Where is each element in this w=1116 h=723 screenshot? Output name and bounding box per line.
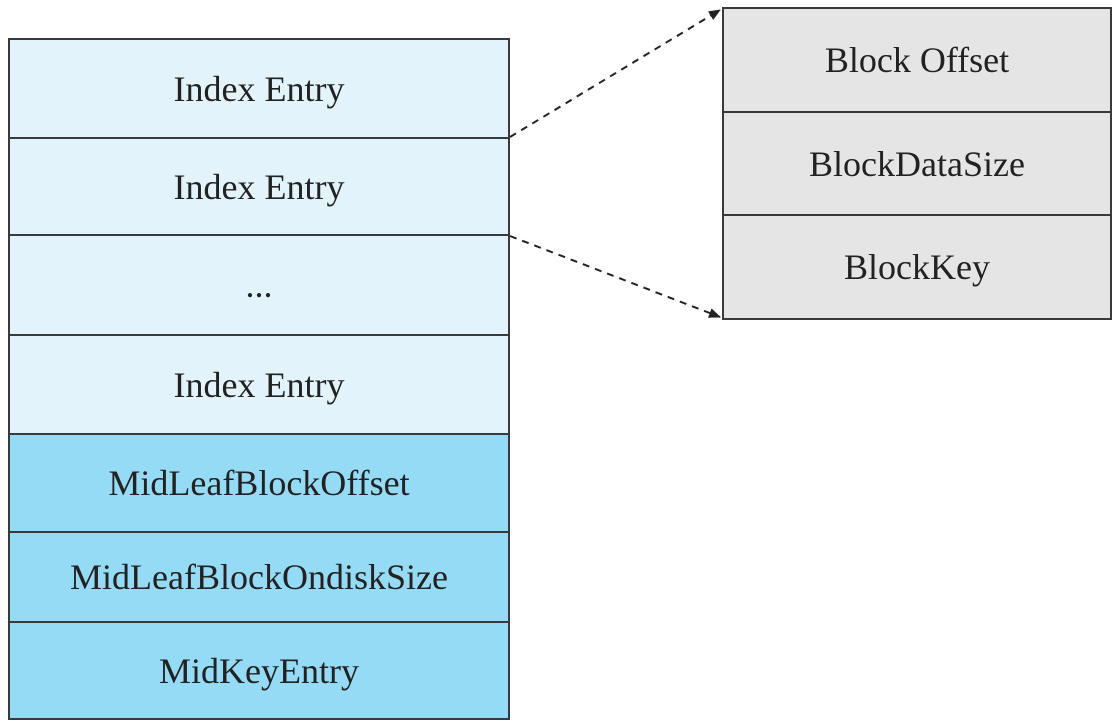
mid-leaf-block-offset-cell: MidLeafBlockOffset bbox=[10, 435, 508, 533]
ellipsis-cell: ... bbox=[10, 236, 508, 336]
entry-detail-stack: Block Offset BlockDataSize BlockKey bbox=[722, 7, 1112, 320]
mid-leaf-block-ondisk-size-cell: MidLeafBlockOndiskSize bbox=[10, 533, 508, 623]
lower-dashed-arrow bbox=[509, 235, 721, 318]
upper-dashed-arrow bbox=[509, 9, 721, 138]
index-entry-cell: Index Entry bbox=[10, 40, 508, 139]
mid-key-entry-cell: MidKeyEntry bbox=[10, 623, 508, 718]
index-block-stack: Index Entry Index Entry ... Index Entry … bbox=[8, 38, 510, 720]
index-entry-cell: Index Entry bbox=[10, 139, 508, 236]
block-data-size-cell: BlockDataSize bbox=[724, 112, 1110, 217]
block-key-cell: BlockKey bbox=[724, 216, 1110, 319]
index-entry-cell: Index Entry bbox=[10, 336, 508, 435]
block-offset-cell: Block Offset bbox=[724, 9, 1110, 113]
